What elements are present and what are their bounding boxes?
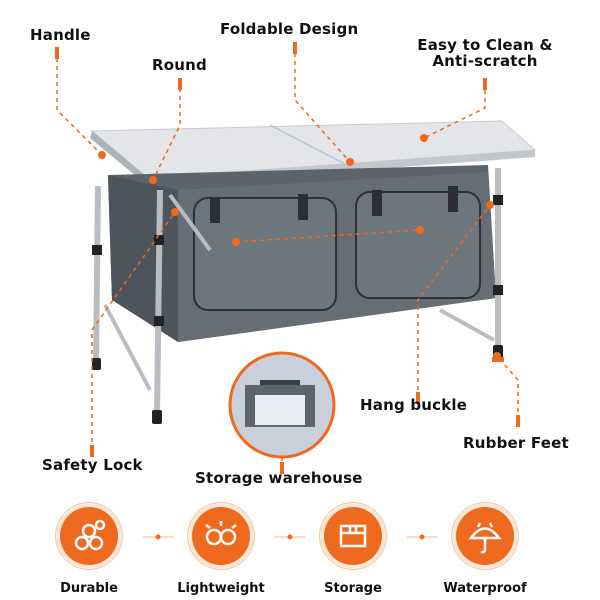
table-top-edge	[90, 131, 148, 186]
callout-foldable-design: Foldable Design	[220, 20, 359, 38]
feather-icon	[192, 507, 250, 565]
feature-waterproof: Waterproof	[425, 507, 545, 596]
separator-dots	[275, 534, 305, 540]
callout-rubber-feet: Rubber Feet	[463, 434, 569, 452]
fold-seam	[269, 124, 346, 165]
feature-label-waterproof: Waterproof	[443, 581, 527, 596]
callout-easy-clean-line1: Easy to Clean &	[417, 36, 553, 54]
callout-safety-lock: Safety Lock	[42, 456, 143, 474]
feature-durable: Durable	[29, 507, 149, 596]
feature-label-durable: Durable	[60, 581, 118, 596]
separator-dots	[143, 534, 173, 540]
safety-lock-clips	[92, 195, 503, 326]
feature-lightweight: Lightweight	[161, 507, 281, 596]
callout-hang-buckle: Hang buckle	[360, 396, 468, 414]
callout-round: Round	[152, 56, 207, 74]
storage-door-left	[193, 197, 337, 311]
separator-dots	[407, 534, 437, 540]
box-icon	[324, 507, 382, 565]
molecule-icon	[60, 507, 118, 565]
callout-markers	[55, 42, 520, 474]
callout-handle: Handle	[30, 26, 91, 44]
storage-door-right	[355, 191, 481, 299]
cabinet-side	[108, 175, 178, 342]
table-legs	[93, 168, 501, 416]
feature-label-lightweight: Lightweight	[177, 581, 265, 596]
callout-easy-clean: Easy to Clean & Anti-scratch	[400, 36, 570, 70]
umbrella-icon	[456, 507, 514, 565]
callout-easy-clean-line2: Anti-scratch	[432, 51, 538, 70]
feature-storage: Storage	[293, 507, 413, 596]
callout-storage-warehouse: Storage warehouse	[195, 469, 363, 487]
feature-label-storage: Storage	[324, 581, 382, 596]
